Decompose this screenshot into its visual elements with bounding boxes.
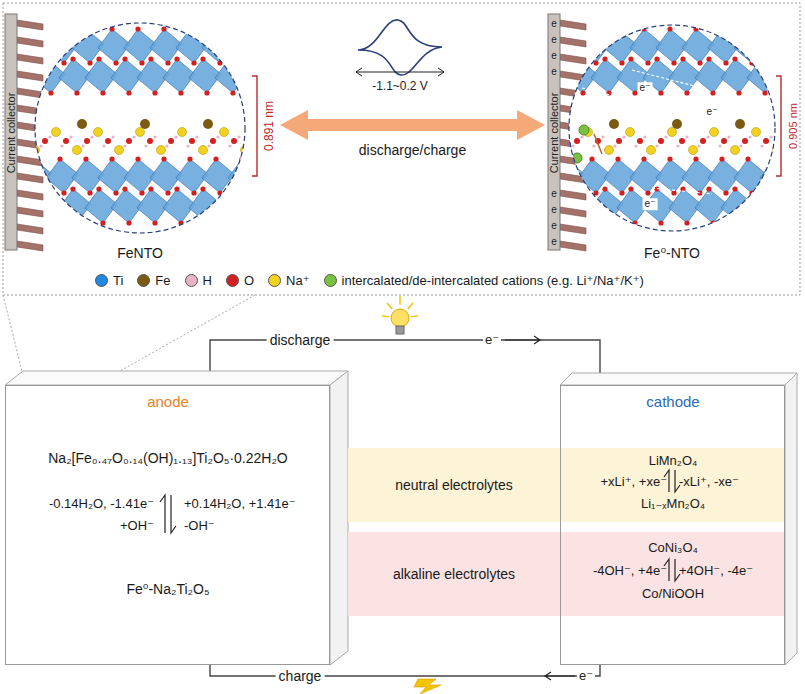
electron-mark: e: [551, 204, 557, 216]
node-text: Na₂[Fe₀.₄₇O₀.₁₄(OH)₁.₁₃]Ti₂O₅·0.22H₂O: [48, 450, 288, 466]
legend-swatch: [226, 274, 239, 287]
legend-text: Ti: [113, 273, 123, 288]
collector-label: Current collector: [548, 93, 561, 174]
edge-label: discharge: [267, 332, 334, 348]
node-text: Fe⁰-Na₂Ti₂O₅: [126, 581, 209, 597]
node-text: +xLi⁺, +xe⁻: [601, 475, 667, 490]
legend-swatch: [268, 274, 281, 287]
node-text: -xLi⁺, -xe⁻: [679, 475, 739, 490]
legend-swatch: [95, 274, 108, 287]
legend-swatch: [324, 274, 337, 287]
electron-arrow: [545, 672, 575, 680]
node-text: Fe⁰-NTO: [644, 245, 700, 261]
node-text: -0.14H₂O, -1.41e⁻: [49, 497, 154, 512]
electron-mark: e: [551, 50, 557, 62]
electron-mark: e: [551, 18, 557, 30]
legend-text: O: [244, 273, 254, 288]
cathode-box: cathodeLiMn₂O₄ +xLi⁺, +xe⁻ -xLi⁺, -xe⁻ Li₁₋…: [560, 385, 785, 665]
dimension-label: 0.891 nm: [263, 101, 277, 151]
interlayer-bracket: [776, 76, 781, 176]
node-text: LiMn₂O₄: [649, 454, 698, 469]
reaction-arrow: [300, 119, 525, 131]
legend-item: Fe: [137, 273, 170, 288]
node-heading: anode: [147, 393, 189, 410]
crystal-structure: [0, 23, 325, 233]
legend-item: Ti: [95, 273, 123, 288]
zoom-line: [3, 295, 22, 371]
light-bulb: [382, 296, 418, 334]
dimension-label: 0.905 nm: [787, 103, 800, 149]
electron-mark: e: [551, 34, 557, 46]
legend-text: intercalated/de-intercalated cations (e.…: [342, 273, 644, 288]
electron-mark: e: [551, 66, 557, 78]
electron-mark: e⁻: [638, 82, 653, 94]
zoom-line: [120, 295, 255, 371]
electron-mark: e⁻: [705, 106, 720, 118]
reversible-arrow: [160, 495, 176, 533]
electron-mark: e: [551, 188, 557, 200]
node-text: +0.14H₂O, +1.41e⁻: [184, 497, 296, 512]
node-text: +4OH⁻, -4e⁻: [679, 564, 753, 579]
node-text: Co/NiOOH: [642, 587, 704, 602]
structure-circle: FeNTO: [5, 10, 280, 272]
node-text: alkaline electrolytes: [393, 566, 515, 582]
node-text: Li₁₋ₓMn₂O₄: [641, 497, 705, 512]
node-text: FeNTO: [117, 245, 163, 261]
legend-item: H: [185, 273, 212, 288]
electron-mark: e: [551, 236, 557, 248]
edge-label: charge: [276, 668, 325, 684]
electron-mark: e: [551, 220, 557, 232]
legend-swatch: [185, 274, 198, 287]
legend-text: Fe: [155, 273, 170, 288]
circuit-wire: [210, 665, 600, 676]
legend-text: Na⁺: [286, 273, 309, 288]
legend-swatch: [137, 274, 150, 287]
electron-label: e⁻: [577, 669, 595, 684]
legend-item: Na⁺: [268, 273, 309, 288]
node-text: -OH⁻: [184, 519, 215, 534]
node-heading: cathode: [646, 393, 699, 410]
interlayer-bracket: [252, 76, 257, 176]
cell-body: [5, 371, 797, 665]
electron-arrow: [505, 336, 540, 344]
node-text: -4OH⁻, +4e⁻: [593, 564, 667, 579]
node-text: +OH⁻: [120, 519, 154, 534]
legend-item: O: [226, 273, 254, 288]
electron-mark: e⁻: [643, 198, 658, 210]
structure-circle: Fe⁰-NTO: [545, 10, 800, 272]
voltage-range: -1.1~0.2 V: [372, 80, 428, 94]
panel-frame: [3, 3, 800, 295]
anode-box: anodeNa₂[Fe₀.₄₇O₀.₁₄(OH)₁.₁₃]Ti₂O₅·0.22H…: [5, 385, 330, 665]
legend: Ti Fe H O Na⁺ intercalated/de-intercalated ca…: [95, 273, 644, 288]
legend-item: intercalated/de-intercalated cations (e.…: [324, 273, 644, 288]
collector-label: Current collector: [5, 93, 18, 174]
node-text: CoNi₃O₄: [648, 541, 698, 556]
electrolyte-band: neutral electrolytes: [348, 448, 560, 522]
lightning-symbol: [414, 679, 441, 694]
electron-label: e⁻: [483, 333, 501, 348]
legend-text: H: [203, 273, 212, 288]
electrolyte-band: alkaline electrolytes: [348, 532, 560, 616]
crystal-structure: [500, 25, 805, 231]
edge-label: discharge/charge: [356, 142, 469, 158]
node-text: neutral electrolytes: [395, 477, 513, 493]
cv-curve: [356, 20, 444, 76]
